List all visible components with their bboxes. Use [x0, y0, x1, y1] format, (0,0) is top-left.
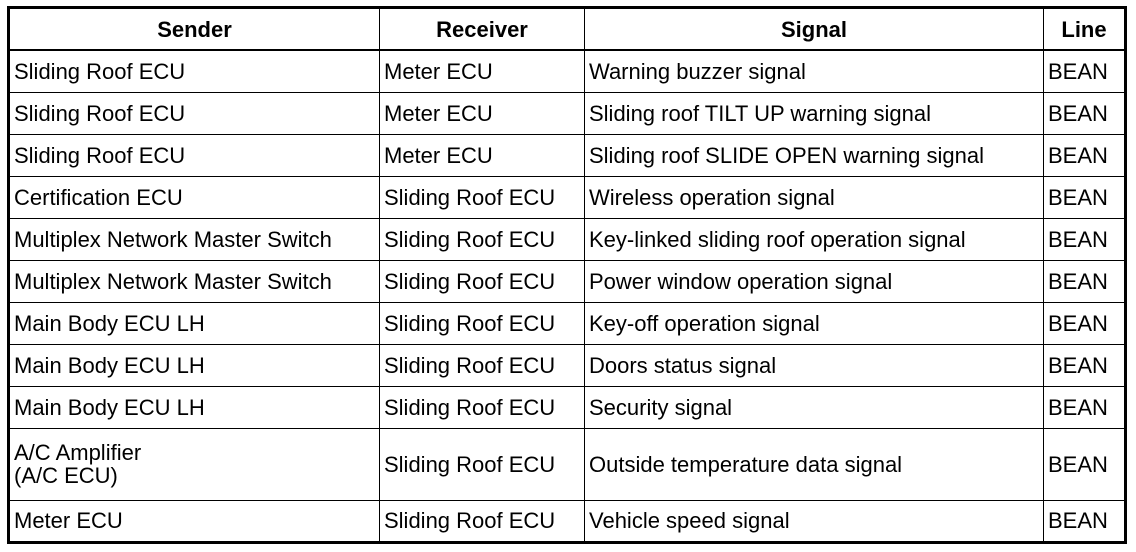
- receiver-cell: Sliding Roof ECU: [379, 343, 585, 387]
- header-receiver: Receiver: [379, 7, 585, 51]
- sender-cell: A/C Amplifier(A/C ECU): [8, 427, 380, 501]
- signal-cell: Power window operation signal: [584, 259, 1044, 303]
- sender-cell: Main Body ECU LH: [8, 343, 380, 387]
- receiver-cell: Meter ECU: [379, 49, 585, 93]
- signal-cell: Sliding roof SLIDE OPEN warning signal: [584, 133, 1044, 177]
- signal-cell: Security signal: [584, 385, 1044, 429]
- table-row: Multiplex Network Master Switch Sliding …: [8, 217, 1126, 261]
- receiver-cell: Meter ECU: [379, 133, 585, 177]
- sender-cell: Sliding Roof ECU: [8, 133, 380, 177]
- table-row: Multiplex Network Master Switch Sliding …: [8, 259, 1126, 303]
- table-row: Main Body ECU LH Sliding Roof ECU Securi…: [8, 385, 1126, 429]
- signal-cell: Wireless operation signal: [584, 175, 1044, 219]
- sender-cell: Meter ECU: [8, 499, 380, 543]
- receiver-cell: Sliding Roof ECU: [379, 499, 585, 543]
- receiver-cell: Sliding Roof ECU: [379, 427, 585, 501]
- signal-table: Sender Receiver Signal Line Sliding Roof…: [7, 6, 1127, 544]
- sender-cell: Sliding Roof ECU: [8, 91, 380, 135]
- table-header-row: Sender Receiver Signal Line: [8, 7, 1126, 51]
- signal-cell: Doors status signal: [584, 343, 1044, 387]
- sender-line-2: (A/C ECU): [14, 463, 118, 488]
- header-line: Line: [1043, 7, 1126, 51]
- signal-cell: Vehicle speed signal: [584, 499, 1044, 543]
- line-cell: BEAN: [1043, 91, 1126, 135]
- sender-cell: Multiplex Network Master Switch: [8, 259, 380, 303]
- line-cell: BEAN: [1043, 427, 1126, 501]
- line-cell: BEAN: [1043, 49, 1126, 93]
- table-row: Sliding Roof ECU Meter ECU Sliding roof …: [8, 133, 1126, 177]
- receiver-cell: Sliding Roof ECU: [379, 217, 585, 261]
- line-cell: BEAN: [1043, 259, 1126, 303]
- table-row: Main Body ECU LH Sliding Roof ECU Doors …: [8, 343, 1126, 387]
- signal-cell: Warning buzzer signal: [584, 49, 1044, 93]
- table-row: Sliding Roof ECU Meter ECU Sliding roof …: [8, 91, 1126, 135]
- table-row: Meter ECU Sliding Roof ECU Vehicle speed…: [8, 499, 1126, 543]
- receiver-cell: Meter ECU: [379, 91, 585, 135]
- header-signal: Signal: [584, 7, 1044, 51]
- signal-cell: Sliding roof TILT UP warning signal: [584, 91, 1044, 135]
- sender-cell: Multiplex Network Master Switch: [8, 217, 380, 261]
- receiver-cell: Sliding Roof ECU: [379, 259, 585, 303]
- receiver-cell: Sliding Roof ECU: [379, 301, 585, 345]
- line-cell: BEAN: [1043, 385, 1126, 429]
- signal-table-container: Sender Receiver Signal Line Sliding Roof…: [7, 6, 1127, 544]
- signal-cell: Key-off operation signal: [584, 301, 1044, 345]
- line-cell: BEAN: [1043, 499, 1126, 543]
- table-row: Certification ECU Sliding Roof ECU Wirel…: [8, 175, 1126, 219]
- line-cell: BEAN: [1043, 343, 1126, 387]
- signal-cell: Outside temperature data signal: [584, 427, 1044, 501]
- sender-cell: Sliding Roof ECU: [8, 49, 380, 93]
- receiver-cell: Sliding Roof ECU: [379, 175, 585, 219]
- sender-cell: Certification ECU: [8, 175, 380, 219]
- signal-cell: Key-linked sliding roof operation signal: [584, 217, 1044, 261]
- sender-cell: Main Body ECU LH: [8, 385, 380, 429]
- sender-line-1: A/C Amplifier: [14, 440, 142, 465]
- receiver-cell: Sliding Roof ECU: [379, 385, 585, 429]
- sender-cell: Main Body ECU LH: [8, 301, 380, 345]
- table-row: Main Body ECU LH Sliding Roof ECU Key-of…: [8, 301, 1126, 345]
- table-row: A/C Amplifier(A/C ECU) Sliding Roof ECU …: [8, 427, 1126, 501]
- table-row: Sliding Roof ECU Meter ECU Warning buzze…: [8, 49, 1126, 93]
- line-cell: BEAN: [1043, 175, 1126, 219]
- line-cell: BEAN: [1043, 133, 1126, 177]
- line-cell: BEAN: [1043, 301, 1126, 345]
- line-cell: BEAN: [1043, 217, 1126, 261]
- header-sender: Sender: [8, 7, 380, 51]
